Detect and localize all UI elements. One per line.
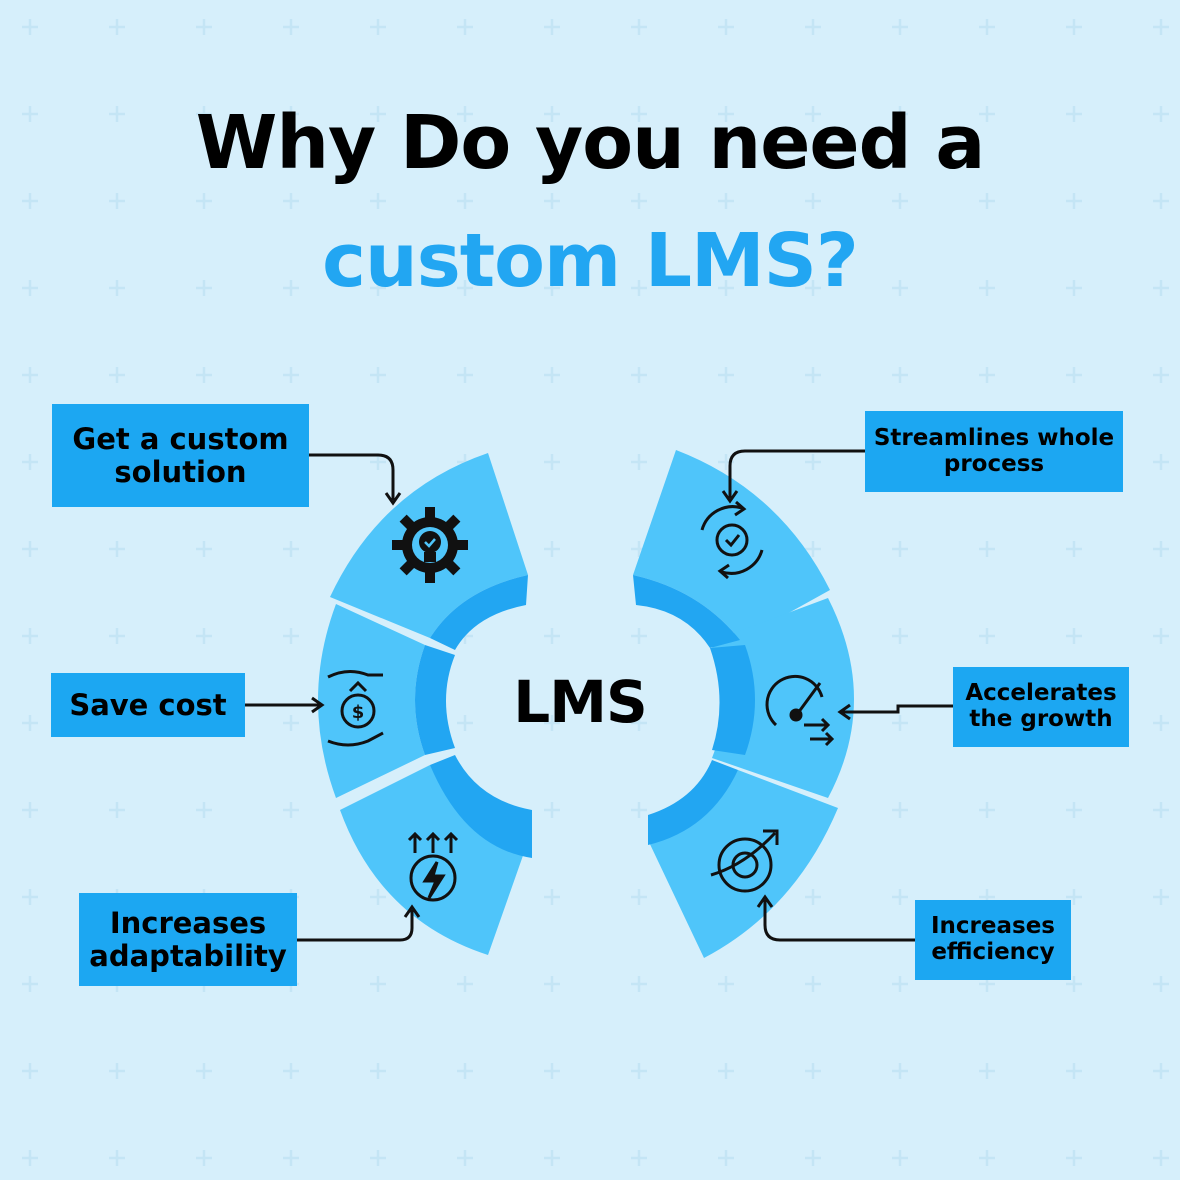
inner-ring-right-top (633, 575, 740, 648)
inner-ring-left-top (430, 575, 528, 650)
center-label-lms: LMS (513, 668, 647, 736)
segment-efficiency (648, 770, 838, 958)
arrow-adaptability (297, 910, 414, 942)
lightning-arrows-icon (407, 831, 459, 902)
page-title-line-1: Why Do you need a (195, 100, 986, 186)
svg-text:$: $ (352, 702, 365, 723)
inner-ring-right-bottom (648, 760, 738, 845)
arrow-efficiency (763, 900, 915, 942)
money-hands-icon: $ (327, 670, 384, 747)
label-box-adaptability: Increases adaptability (79, 893, 297, 986)
page-title-line-2: custom LMS? (322, 218, 859, 304)
arrow-growth (842, 704, 953, 714)
gear-lightbulb-icon (392, 507, 468, 583)
label-box-custom-solution: Get a custom solution (52, 404, 309, 507)
inner-ring-left-middle (415, 645, 455, 755)
inner-ring-right-middle (710, 645, 755, 755)
gear-arrow-icon (710, 829, 779, 893)
label-box-efficiency: Increases efficiency (915, 900, 1071, 980)
speedometer-icon (765, 675, 835, 747)
gear-cycle-icon (700, 500, 764, 580)
arrow-streamlines (728, 449, 865, 498)
label-box-streamlines: Streamlines whole process (865, 411, 1123, 492)
arrow-custom-solution (308, 453, 395, 500)
left-arc (318, 453, 532, 955)
segment-adaptability (340, 765, 532, 955)
label-box-growth: Accelerates the growth (953, 667, 1129, 747)
label-growth: Accelerates the growth (965, 680, 1117, 732)
label-adaptability: Increases adaptability (89, 906, 287, 973)
label-save-cost: Save cost (69, 687, 227, 722)
label-efficiency: Increases efficiency (930, 913, 1055, 965)
connector-arrows (245, 449, 953, 942)
label-streamlines: Streamlines whole process (873, 424, 1115, 477)
inner-ring-left-bottom (430, 755, 532, 858)
label-box-save-cost: Save cost (51, 673, 245, 737)
label-custom-solution: Get a custom solution (72, 422, 289, 489)
